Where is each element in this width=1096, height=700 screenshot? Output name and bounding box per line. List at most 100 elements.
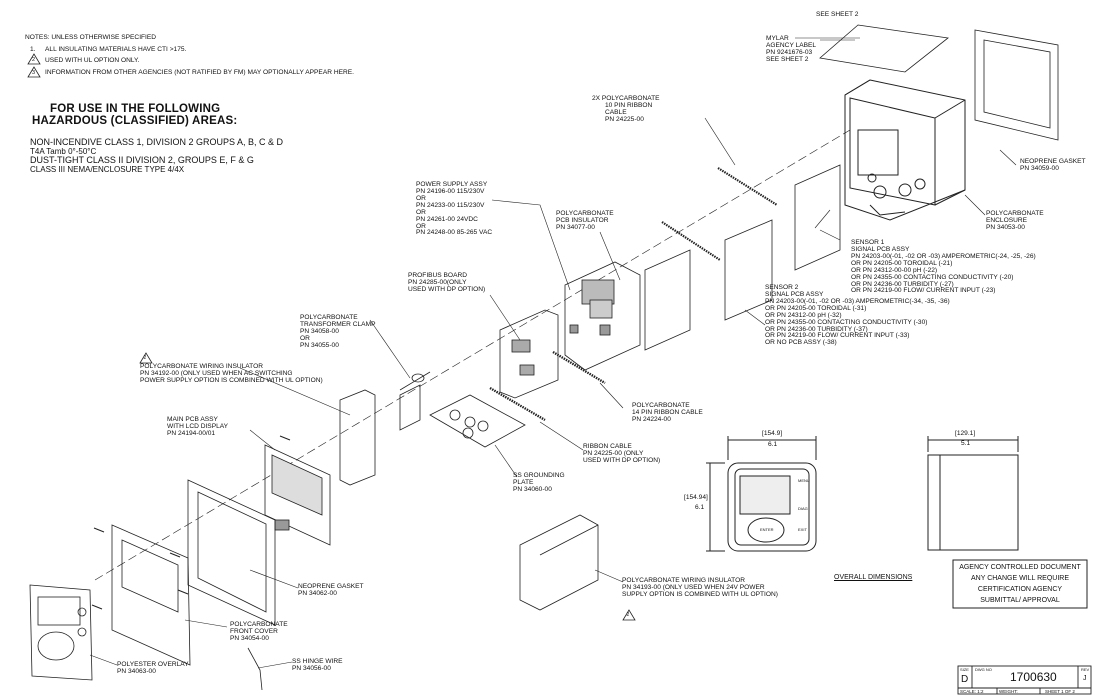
- callout-line: OR PN 24236-00 TURBIDITY (-27): [851, 280, 954, 288]
- side-view-shape: [927, 436, 1019, 551]
- main-pcb-shape: [264, 444, 331, 546]
- callout-line: OR PN 24355-00 CONTACTING CONDUCTIVITY (…: [851, 273, 1014, 281]
- note-2-number: 2: [32, 57, 36, 63]
- height-mm-dimension: [154.94]: [684, 494, 708, 501]
- ribbon14-callout: POLYCARBONATE 14 PIN RIBBON CABLE PN 242…: [632, 402, 703, 424]
- neoprene-gasket-front-callout: NEOPRENE GASKET PN 34062-00: [298, 583, 364, 598]
- enclosure-shape: [844, 79, 966, 221]
- callout-line: OR PN 24236-00 TURBIDITY (-37): [765, 325, 868, 333]
- callout-line: TRANSFORMER CLAMP: [300, 320, 376, 328]
- callout-line: PN 34062-00: [298, 589, 337, 597]
- agency-line-1: AGENCY CONTROLLED DOCUMENT: [959, 564, 1081, 571]
- callout-line: SS GROUNDING: [513, 472, 565, 479]
- insulator1-flag-number: 2: [143, 355, 147, 361]
- leader-lines: [89, 37, 1017, 669]
- width-mm-dimension: [154.9]: [762, 430, 783, 437]
- front-view-shape: [706, 436, 817, 552]
- main-pcb-callout: MAIN PCB ASSY WITH LCD DISPLAY PN 24194-…: [167, 416, 229, 438]
- note-3-number: 3: [32, 70, 36, 76]
- callout-line: OR PN 24219-00 FLOW/ CURRENT INPUT (-23): [851, 287, 996, 295]
- callout-line: PN 34059-00: [1020, 164, 1059, 172]
- callout-line: PN 34058-00: [300, 327, 339, 335]
- callout-line: USED WITH DP OPTION): [408, 285, 486, 293]
- callout-line: PCB INSULATOR: [556, 216, 609, 224]
- callout-line: PN 34060-00: [513, 485, 552, 493]
- notes-title: NOTES: UNLESS OTHERWISE SPECIFIED: [25, 34, 157, 41]
- pcb-insulator-shape: [644, 249, 691, 351]
- callout-line: MAIN PCB ASSY: [167, 416, 218, 423]
- callout-line: PN 24194-00/01: [167, 429, 216, 437]
- pcb-insulator-callout: POLYCARBONATE PCB INSULATOR PN 34077-00: [556, 210, 614, 232]
- sheet-text: SHEET 1 OF 2: [1045, 689, 1075, 694]
- callout-line: PN 24196-00 115/230V: [416, 187, 485, 195]
- callout-line: SEE SHEET 2: [766, 55, 809, 63]
- assembly-centerline: [94, 129, 851, 581]
- see-sheet2-label: SEE SHEET 2: [816, 11, 859, 18]
- agency-line-4: SUBMITTAL/ APPROVAL: [980, 597, 1060, 604]
- callout-line: PN 24285-00(ONLY: [408, 278, 467, 286]
- note-3-text: INFORMATION FROM OTHER AGENCIES (NOT RAT…: [45, 69, 354, 76]
- scale-text: SCALE: 1:2: [960, 689, 984, 694]
- callout-line: OR: [416, 208, 426, 216]
- dwg-no-label: DWG NO: [975, 667, 992, 672]
- polyester-overlay-shape: [29, 584, 93, 681]
- callout-line: OR PN 24205-00 TOROIDAL (-21): [851, 259, 953, 267]
- hazard-line-3: DUST-TIGHT CLASS II DIVISION 2, GROUPS E…: [30, 155, 254, 165]
- callout-line: AGENCY LABEL: [766, 41, 817, 49]
- note2-flag-icon: [27, 53, 41, 65]
- callout-line: NEOPRENE GASKET: [298, 583, 364, 590]
- callout-line: PN 34193-00 (ONLY USED WHEN 24V POWER: [622, 583, 765, 591]
- mylar-label-shape: [819, 24, 949, 73]
- callout-line: OR PN 24355-00 CONTACTING CONDUCTIVITY (…: [765, 318, 928, 326]
- callout-line: OR PN 24205-00 TOROIDAL (-31): [765, 304, 867, 312]
- neoprene-gasket-rear-callout: NEOPRENE GASKET PN 34059-00: [1020, 158, 1086, 173]
- callout-line: SIGNAL PCB ASSY: [851, 245, 910, 253]
- callout-line: PN 34053-00: [986, 223, 1025, 231]
- callout-line: RIBBON CABLE: [583, 443, 632, 450]
- rev-label: REV: [1081, 667, 1090, 672]
- dwg-no-value: 1700630: [1010, 670, 1057, 684]
- note-2-text: USED WITH UL OPTION ONLY.: [45, 57, 140, 64]
- sensor2-callout: SENSOR 2 SIGNAL PCB ASSY PN 24203-00(-01…: [765, 284, 950, 347]
- neoprene-gasket-front-shape: [187, 479, 276, 626]
- front-cover-callout: POLYCARBONATE FRONT COVER PN 34054-00: [230, 621, 288, 643]
- callout-line: POLYCARBONATE: [556, 210, 614, 217]
- callout-line: PN 24203-00(-01, -02 OR -03) AMPEROMETRI…: [765, 297, 950, 305]
- menu-key-label: MENU: [798, 478, 810, 483]
- wiring-insulator1-callout: POLYCARBONATE WIRING INSULATOR PN 34192-…: [140, 363, 323, 385]
- hinge-wire-shape: [247, 647, 263, 691]
- ribbon10-callout: 2X POLYCARBONATE 10 PIN RIBBON CABLE PN …: [592, 95, 660, 124]
- overlay-callout: POLYESTER OVERLAY PN 34063-00: [117, 661, 189, 676]
- callout-line: PN 24233-00 115/230V: [416, 201, 485, 209]
- power-supply-callout: POWER SUPPLY ASSY PN 24196-00 115/230V O…: [416, 181, 492, 237]
- callout-line: PLATE: [513, 478, 534, 486]
- hazard-heading-line2: HAZARDOUS (CLASSIFIED) AREAS:: [32, 115, 238, 127]
- grounding-plate-shape: [429, 394, 526, 448]
- hazard-line-1: NON-INCENDIVE CLASS 1, DIVISION 2 GROUPS…: [30, 137, 284, 147]
- hinge-wire-callout: SS HINGE WIRE PN 34056-00: [292, 658, 343, 673]
- callout-line: FRONT COVER: [230, 627, 278, 635]
- enter-key-label: ENTER: [760, 527, 774, 532]
- callout-line: POLYCARBONATE: [300, 314, 358, 321]
- profibus-callout: PROFIBUS BOARD PN 24285-00(ONLY USED WIT…: [408, 272, 486, 294]
- enclosure-callout: POLYCARBONATE ENCLOSURE PN 34053-00: [986, 210, 1044, 232]
- transformer-clamp-shape: [399, 371, 431, 431]
- screws: [91, 435, 291, 610]
- callout-line: PN 34077-00: [556, 223, 595, 231]
- sensor1-board-shape: [794, 164, 841, 271]
- callout-line: POLYESTER OVERLAY: [117, 661, 189, 668]
- insulator1-flag-icon: [139, 352, 153, 364]
- callout-line: OR: [416, 222, 426, 230]
- callout-line: 10 PIN RIBBON: [605, 101, 653, 109]
- callout-line: POLYCARBONATE WIRING INSULATOR: [622, 577, 745, 584]
- callout-line: PN 9241676-03: [766, 48, 813, 56]
- transformer-clamp-callout: POLYCARBONATE TRANSFORMER CLAMP PN 34058…: [300, 314, 376, 350]
- agency-line-2: ANY CHANGE WILL REQUIRE: [970, 575, 1070, 582]
- grounding-plate-callout: SS GROUNDING PLATE PN 34060-00: [513, 472, 565, 494]
- callout-line: WITH LCD DISPLAY: [167, 422, 229, 430]
- callout-line: OR PN 24219-00 FLOW/ CURRENT INPUT (-33): [765, 332, 910, 340]
- overall-dimensions-caption: OVERALL DIMENSIONS: [834, 574, 913, 581]
- callout-line: PN 24261-00 24VDC: [416, 215, 478, 223]
